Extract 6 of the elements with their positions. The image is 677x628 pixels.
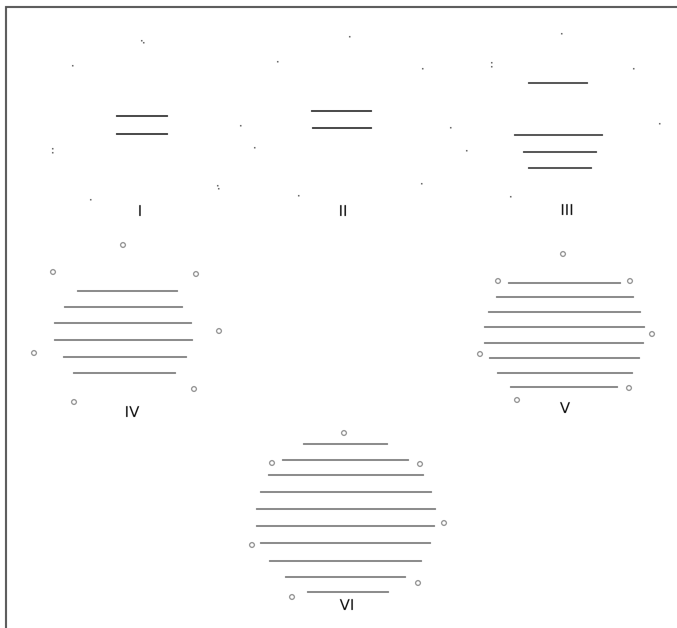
panel-label: II: [338, 202, 348, 220]
panel-label: I: [138, 202, 142, 220]
panel-label: III: [560, 201, 574, 219]
panel-label: IV: [124, 403, 140, 421]
panel-label: VI: [340, 596, 354, 614]
panel-label: V: [560, 399, 570, 417]
